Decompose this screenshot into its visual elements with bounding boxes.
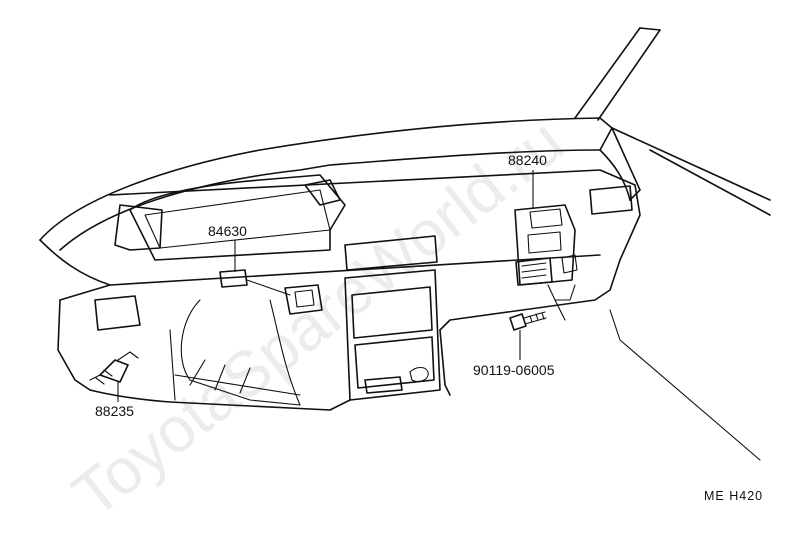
label-84630: 84630 [208,223,247,239]
part-84630-drawing [219,269,323,315]
label-88235: 88235 [95,403,134,419]
part-88240-drawing [514,204,578,321]
label-90119-06005: 90119-06005 [473,362,555,378]
part-88235-drawing [89,351,139,385]
leader-lines [117,170,534,402]
part-90119-drawing [509,311,547,331]
windshield-outline [574,27,661,121]
label-88240: 88240 [508,152,547,168]
watermark-text: ToyotaSpareWorld.ru [59,105,576,531]
door-outline [609,127,771,461]
dashboard-outline [39,117,641,411]
drawing-code: ME H420 [704,489,763,503]
